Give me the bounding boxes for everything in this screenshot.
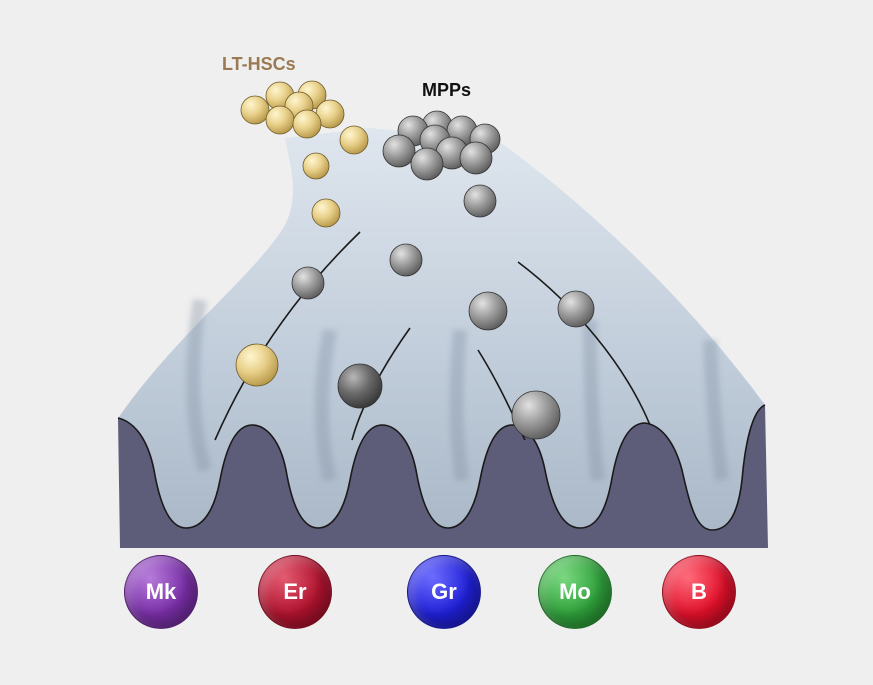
lineage-mk-label: Mk xyxy=(145,579,177,604)
lineage-mo-node: Mo xyxy=(538,555,612,629)
lineage-b-node: B xyxy=(662,555,736,629)
lt-hsc-label: LT-HSCs xyxy=(222,54,296,74)
lineage-mk-node: Mk xyxy=(124,555,198,629)
lineage-gr-label: Gr xyxy=(431,579,457,604)
lt-hsc-cells xyxy=(235,80,369,387)
lineage-er-label: Er xyxy=(283,579,307,604)
mpp-label: MPPs xyxy=(422,80,472,100)
lineage-mo-label: Mo xyxy=(559,579,591,604)
lineage-er-node: Er xyxy=(258,555,332,629)
landscape-surface xyxy=(118,128,765,530)
valley-shading xyxy=(186,298,729,482)
mpp-cells xyxy=(291,110,595,440)
lineage-gr-node: Gr xyxy=(407,555,481,629)
lineage-b-label: B xyxy=(691,579,707,604)
